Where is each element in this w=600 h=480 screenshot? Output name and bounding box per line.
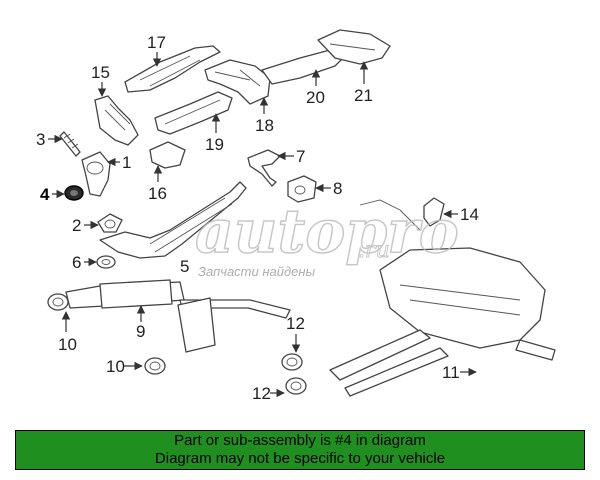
callout-label: 2 (72, 216, 81, 235)
part-21-heat-shield (317, 29, 391, 65)
part-15-heat-shield (94, 95, 139, 146)
callout-label: 6 (72, 253, 81, 272)
part-2-gasket (97, 213, 123, 233)
callout-label: 7 (296, 147, 305, 166)
callout-label: 5 (180, 257, 189, 276)
callout-2: 2 (72, 216, 99, 235)
callout-label: 10 (106, 357, 125, 376)
banner-line-part-number: Part or sub-assembly is #4 in diagram (174, 432, 426, 449)
part-20-heat-shield (261, 49, 346, 85)
callout-15: 15 (91, 63, 110, 97)
watermark-domain: .ru (358, 238, 390, 263)
callout-label: 12 (286, 314, 305, 333)
callout-12-upper: 12 (286, 314, 305, 353)
part-10-clamp-bottom (144, 357, 166, 375)
callout-18: 19 (205, 113, 224, 154)
exhaust-parts-diagram: autopro .ru Запчасти найдены 17 15 21 20… (36, 29, 556, 403)
part-16-bracket (149, 141, 186, 169)
callout-6: 6 (72, 253, 97, 272)
callout-12-lower: 12 (252, 384, 285, 403)
watermark-logo: autopro (195, 197, 459, 267)
callout-3: 3 (36, 130, 63, 149)
info-banner: Part or sub-assembly is #4 in diagram Di… (15, 430, 585, 470)
tail-pipes (329, 329, 556, 397)
callout-8: 8 (315, 179, 342, 198)
callout-label: 20 (306, 88, 325, 107)
callout-10-bottom: 10 (106, 357, 143, 376)
callout-7: 7 (277, 147, 305, 166)
callout-11: 11 (442, 363, 477, 382)
callout-4-highlighted: 4 (40, 185, 65, 204)
callout-label: 8 (333, 179, 342, 198)
part-8-rubber-hanger (287, 175, 317, 203)
part-12-clamp-lower (285, 377, 307, 395)
callout-label: 4 (40, 185, 50, 204)
part-3-stud (59, 131, 81, 157)
callout-label: 18 (255, 116, 274, 135)
callout-label: 10 (58, 335, 77, 354)
callout-label: 11 (442, 363, 460, 382)
part-6-ring (96, 255, 116, 269)
callout-label: 17 (147, 33, 166, 52)
part-18-heat-shield (154, 91, 233, 135)
watermark-tagline: Запчасти найдены (198, 264, 316, 279)
part-19-pipe-section (204, 59, 271, 105)
callout-9: 9 (136, 305, 145, 341)
callout-label: 16 (148, 184, 167, 203)
part-17-heat-shield (124, 45, 221, 93)
part-9-middle-muffler (65, 279, 291, 353)
callout-label: 14 (460, 205, 479, 224)
callout-label: 15 (91, 63, 110, 82)
banner-line-disclaimer: Diagram may not be specific to your vehi… (154, 450, 446, 467)
callout-17: 17 (147, 33, 166, 67)
watermark: autopro .ru Запчасти найдены (194, 196, 459, 279)
callout-20: 20 (306, 69, 325, 107)
callout-label: 19 (205, 135, 224, 154)
part-7-bracket (247, 149, 281, 187)
part-12-clamp-upper (281, 353, 303, 371)
callout-label: 21 (354, 86, 373, 105)
callout-19: 18 (255, 97, 274, 135)
part-4-gasket-highlighted (64, 185, 84, 201)
callout-label: 12 (252, 384, 271, 403)
part-5-catalytic-converter (99, 181, 247, 259)
part-10-clamp-left (47, 293, 69, 311)
part-14-bracket (423, 197, 445, 227)
callout-16: 16 (148, 165, 167, 203)
rear-muffler (359, 199, 546, 349)
callout-label: 9 (136, 322, 145, 341)
callout-label: 3 (36, 130, 45, 149)
callout-10-left: 10 (58, 311, 77, 354)
callout-5: 5 (180, 257, 189, 276)
callout-label: 1 (122, 153, 131, 172)
part-1-front-pipe-flange (81, 151, 111, 197)
callout-14: 14 (443, 205, 479, 224)
callout-21: 21 (354, 61, 373, 105)
callout-1: 1 (107, 153, 131, 172)
